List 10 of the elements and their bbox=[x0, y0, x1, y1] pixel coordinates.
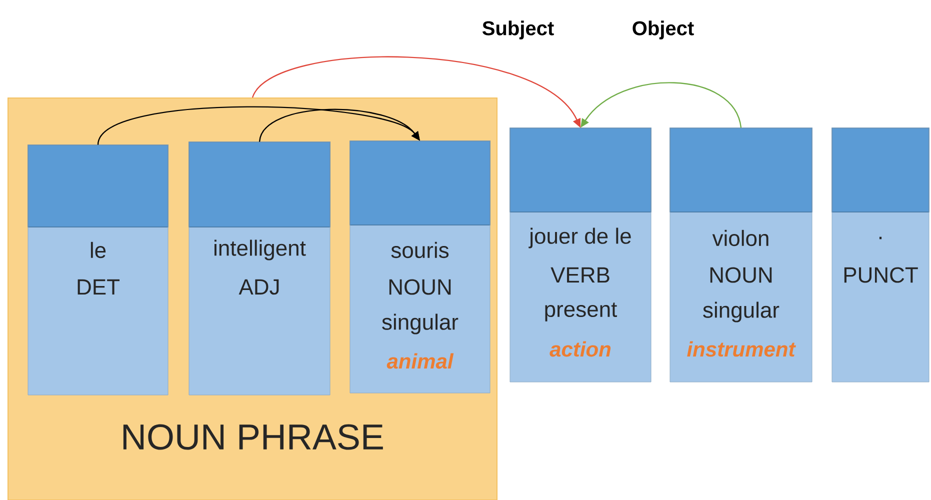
arrow bbox=[258, 108, 420, 142]
edge-label: Subject bbox=[480, 18, 556, 42]
edge-label: Object bbox=[630, 18, 696, 42]
token-box: jouer de le VERB present action bbox=[510, 128, 652, 382]
token-box: souris NOUN singular animal bbox=[350, 140, 490, 394]
token-box: . PUNCT bbox=[832, 128, 930, 382]
token-box: violon NOUN singular instrument bbox=[670, 128, 812, 382]
arrow bbox=[580, 82, 742, 128]
token-box: intelligent ADJ bbox=[188, 142, 330, 396]
token-box: le DET bbox=[28, 144, 168, 396]
